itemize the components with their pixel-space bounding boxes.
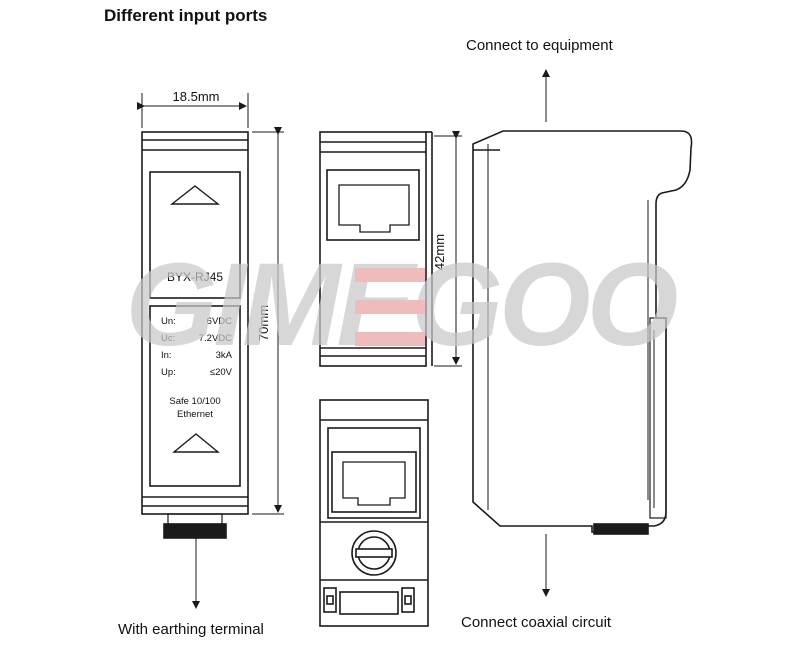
watermark-red-bar-2 <box>355 300 425 314</box>
port-height-dimension-label: 42mm <box>432 234 447 270</box>
watermark-red-bar-1 <box>355 268 425 282</box>
height-dimension-label: 70mm <box>256 305 271 341</box>
port-view-bottom <box>319 399 429 627</box>
spec-list: Un: 6VDC Uc: 7.2VDC In: 3kA Up: ≤20V Saf… <box>161 316 233 420</box>
page-title: Different input ports <box>104 6 268 25</box>
caption-connect-coaxial: Connect coaxial circuit <box>461 614 612 631</box>
caption-earthing-terminal: With earthing terminal <box>118 621 264 638</box>
model-label: BYX-RJ45 <box>167 270 223 284</box>
spec-line-ethernet: Ethernet <box>177 409 213 420</box>
caption-connect-equipment: Connect to equipment <box>466 37 613 54</box>
spec-key-un: Un: <box>161 316 176 327</box>
watermark-logo: GIMEGOO <box>126 239 681 371</box>
spec-value-uc: 7.2VDC <box>199 333 232 344</box>
spec-value-un: 6VDC <box>207 316 232 327</box>
front-view <box>137 93 284 609</box>
width-dimension-label: 18.5mm <box>173 89 220 104</box>
spec-key-uc: Uc: <box>161 333 175 344</box>
spec-value-up: ≤20V <box>210 367 233 378</box>
profile-view <box>472 69 693 597</box>
spec-key-in: In: <box>161 350 172 361</box>
spec-line-safe: Safe 10/100 <box>169 396 220 407</box>
port-view-top <box>319 131 462 367</box>
spec-value-in: 3kA <box>216 350 233 361</box>
watermark-red-bar-3 <box>355 332 425 346</box>
spec-key-up: Up: <box>161 367 176 378</box>
